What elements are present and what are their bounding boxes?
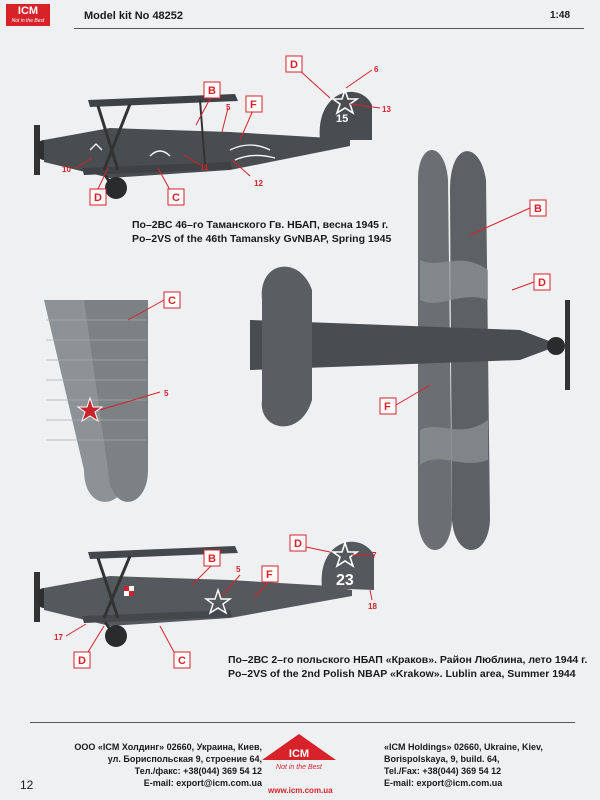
callout-17: 17 (54, 633, 63, 642)
callout-d2-aircraft1: D (94, 192, 102, 204)
underside-upper-wing (84, 300, 148, 502)
aircraft1-side-view: 15 (34, 87, 372, 199)
aircraft2-wheel (105, 625, 127, 647)
underside-star-icon (76, 396, 104, 423)
callout-11: 11 (200, 163, 209, 172)
aircraft1-tail-fin (319, 91, 372, 140)
aircraft2-caption: По–2ВС 2–го польского НБАП «Краков». Рай… (228, 653, 587, 681)
footer-divider (30, 722, 575, 723)
aircraft1-caption-en: Po–2VS of the 46th Tamansky GvNBAP, Spri… (132, 233, 392, 245)
top-view-tailplane (261, 266, 312, 427)
top-view (250, 150, 570, 550)
footer-logo-text: ICM (289, 748, 309, 760)
icm-logo-tagline: Not in the Best (11, 18, 45, 24)
callout-b-aircraft1: B (208, 85, 216, 97)
aircraft2-fuselage-star-icon (203, 587, 233, 615)
aircraft2-caption-en: Po–2VS of the 2nd Polish NBAP «Krakow». … (228, 668, 576, 680)
footer-ru-line: ООО «ICM Холдинг» 02660, Украина, Киев, (74, 742, 262, 752)
callout-13: 13 (382, 105, 391, 114)
footer-en-line: Tel./Fax: +38(044) 369 54 12 (384, 766, 502, 776)
footer-ru-line: Тел./факс: +38(044) 369 54 12 (134, 766, 262, 776)
footer-website-link[interactable]: www.icm.com.ua (268, 786, 333, 795)
callout-10: 10 (62, 165, 71, 174)
callout-d-aircraft1: D (290, 59, 298, 71)
aircraft1-wheel (105, 177, 127, 199)
callout-5-underside: 5 (164, 389, 169, 398)
aircraft2-tail-number: 23 (336, 572, 354, 589)
callout-c-underside: C (168, 295, 176, 307)
aircraft1-tail-number: 15 (336, 113, 348, 125)
footer-en-line: «ICM Holdings» 02660, Ukraine, Kiev, (384, 742, 543, 752)
aircraft1-tail-star-icon (330, 87, 360, 115)
footer-en-line: E-mail: export@icm.com.ua (384, 778, 503, 788)
aircraft2-fuselage (44, 576, 352, 626)
callout-f-aircraft2: F (266, 569, 273, 581)
callout-d-aircraft2: D (294, 538, 302, 550)
callout-c-aircraft2: C (178, 655, 186, 667)
aircraft2-caption-ru: По–2ВС 2–го польского НБАП «Краков». Рай… (228, 654, 588, 666)
callout-5-aircraft2: 5 (236, 565, 241, 574)
callout-c-aircraft1: C (172, 192, 180, 204)
footer-address-en: «ICM Holdings» 02660, Ukraine, Kiev, Bor… (384, 741, 543, 789)
callout-6: 6 (374, 65, 379, 74)
page-number: 12 (20, 778, 34, 792)
footer-ru-line: ул. Бориспольская 9, строение 64, (107, 754, 262, 764)
aircraft2-tail-star-icon (330, 540, 360, 568)
callout-f-aircraft1: F (250, 99, 257, 111)
callout-7: 7 (372, 551, 377, 560)
aircraft1-upper-wing (88, 94, 238, 107)
footer-logo-tagline: Not in the Best (276, 764, 323, 771)
footer-icm-logo: ICM Not in the Best (262, 734, 336, 771)
callout-12: 12 (254, 179, 263, 188)
footer-address-ru: ООО «ICM Холдинг» 02660, Украина, Киев, … (74, 741, 262, 789)
aircraft2-upper-wing (88, 546, 238, 559)
header-divider (74, 28, 584, 29)
model-kit-number: Model kit No 48252 (84, 10, 184, 22)
callout-b-aircraft2: B (208, 553, 216, 565)
footer-en-line: Borispolskaya, 9, build. 64, (384, 754, 500, 764)
callout-b-top: B (534, 203, 542, 215)
callout-18: 18 (368, 602, 377, 611)
aircraft1-fuselage-inscriptions (89, 143, 276, 161)
aircraft2-lower-wing (82, 610, 232, 623)
aircraft2-side-view: 23 (34, 540, 374, 647)
underside-wing-view (44, 300, 148, 502)
top-view-propeller (565, 300, 570, 390)
icm-logo: ICM Not in the Best (6, 4, 50, 26)
callout-5-aircraft1: 5 (226, 103, 231, 112)
aircraft1-fuselage (44, 128, 350, 178)
aircraft1-lower-wing (82, 162, 232, 175)
top-view-fuselage (250, 320, 560, 370)
callout-f-top: F (384, 401, 391, 413)
aircraft1-caption-ru: По–2ВС 46–го Таманского Гв. НБАП, весна … (132, 219, 389, 231)
icm-logo-text: ICM (17, 5, 39, 17)
aircraft1-caption: По–2ВС 46–го Таманского Гв. НБАП, весна … (132, 218, 391, 246)
scale-label: 1:48 (549, 10, 570, 21)
callout-d-top: D (538, 277, 546, 289)
callout-d2-aircraft2: D (78, 655, 86, 667)
footer-ru-line: E-mail: export@icm.com.ua (143, 778, 262, 788)
